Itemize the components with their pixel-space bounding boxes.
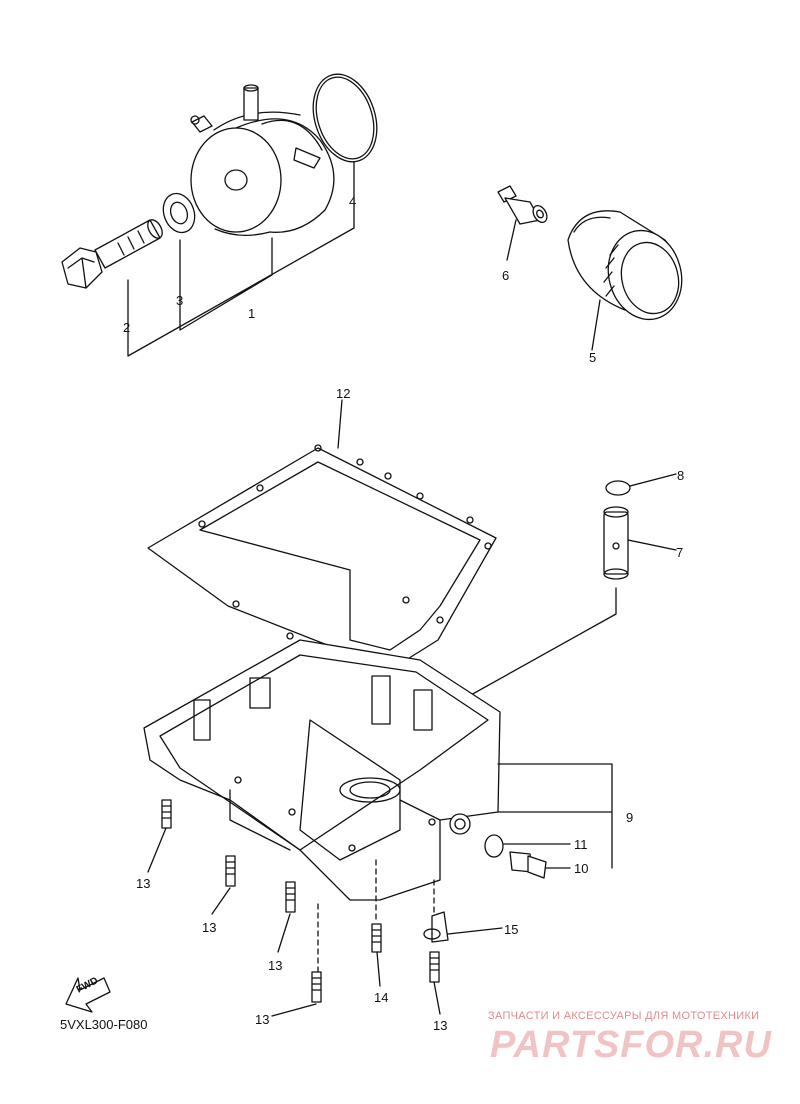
washer-part — [162, 192, 196, 234]
watermark-site: PARTSFOR.RU — [490, 1024, 772, 1066]
leader-line-8 — [629, 473, 677, 487]
bolt-13-e — [429, 951, 441, 1015]
callout-8: 8 — [677, 468, 684, 483]
o-ring-part — [312, 73, 378, 163]
callout-9: 9 — [626, 810, 633, 825]
alignment-lines — [317, 859, 435, 973]
callout-7: 7 — [676, 545, 683, 560]
oil-filter-part — [567, 210, 683, 321]
diagram-code: 5VXL300-F080 — [60, 1017, 148, 1032]
callout-13-b: 13 — [202, 920, 216, 935]
fitting-part — [497, 185, 548, 225]
bolt-13-d — [271, 971, 322, 1017]
callout-13-a: 13 — [136, 876, 150, 891]
bolt-13-a — [147, 799, 172, 873]
callout-12: 12 — [336, 386, 350, 401]
leader-line-12 — [337, 399, 343, 449]
o-ring-small-part — [605, 480, 631, 496]
clamp-part — [423, 911, 449, 943]
leader-line-6 — [506, 219, 517, 261]
callout-1: 1 — [248, 306, 255, 321]
callout-5: 5 — [589, 350, 596, 365]
leader-line-15 — [447, 927, 503, 935]
leader-line-7 — [627, 539, 677, 551]
callout-13-d: 13 — [255, 1012, 269, 1027]
callout-6: 6 — [502, 268, 509, 283]
pipe-part — [603, 506, 629, 580]
callout-labels: 1 2 3 4 5 6 7 8 9 10 11 12 13 13 13 13 1… — [123, 194, 684, 1033]
bolt-14 — [371, 923, 382, 987]
bolt-13-c — [277, 881, 296, 953]
callout-10: 10 — [574, 861, 588, 876]
leader-line-7b — [425, 587, 617, 721]
callout-15: 15 — [504, 922, 518, 937]
bolt-13-b — [211, 855, 236, 915]
union-bolt-part — [61, 219, 163, 289]
watermark-tagline: ЗАПЧАСТИ И АКСЕССУАРЫ ДЛЯ МОТОТЕХНИКИ — [488, 1010, 760, 1022]
callout-3: 3 — [176, 293, 183, 308]
leader-lines-9 — [497, 763, 613, 869]
gasket-washer-part — [484, 834, 504, 858]
callout-13-c: 13 — [268, 958, 282, 973]
callout-4: 4 — [349, 194, 356, 209]
drain-bolt-part — [509, 851, 547, 879]
oil-cooler-part — [190, 84, 335, 236]
leader-line-5 — [591, 299, 601, 351]
leader-lines-top — [127, 161, 355, 357]
oil-pan-part — [143, 639, 501, 901]
callout-11: 11 — [574, 837, 588, 852]
gasket-part — [147, 444, 497, 671]
fwd-arrow-icon — [65, 977, 111, 1013]
callout-2: 2 — [123, 320, 130, 335]
callout-13-e: 13 — [433, 1018, 447, 1033]
callout-14: 14 — [374, 990, 388, 1005]
